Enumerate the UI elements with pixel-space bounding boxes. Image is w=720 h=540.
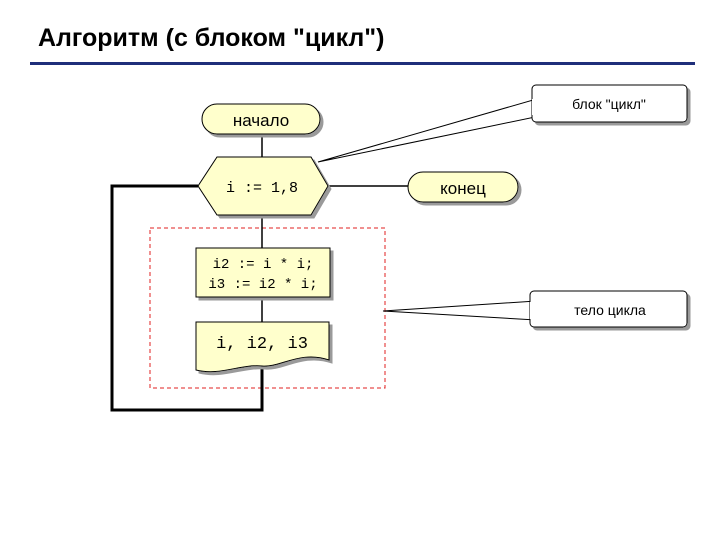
end-terminal	[407, 171, 519, 203]
process-line-1: i2 := i * i;	[213, 257, 314, 273]
output-document	[195, 321, 330, 373]
start-terminal	[201, 103, 321, 135]
loop-back-arrow	[110, 184, 264, 412]
loop-body-frame	[149, 227, 386, 389]
loop-hexagon	[197, 156, 329, 216]
callout-loop-block-text: блок "цикл"	[572, 96, 646, 112]
start-label: начало	[233, 111, 289, 130]
loop-label: i := 1,8	[226, 180, 298, 197]
callout-loop-body	[382, 290, 688, 328]
callout-loop-body-text: тело цикла	[574, 302, 646, 318]
title-divider	[30, 62, 695, 65]
callout-loop-block	[317, 84, 688, 163]
end-label: конец	[440, 179, 486, 198]
output-label: i, i2, i3	[216, 335, 308, 354]
process-block	[195, 247, 331, 298]
process-line-2: i3 := i2 * i;	[208, 277, 317, 293]
slide-title: Алгоритм (с блоком "цикл")	[38, 24, 385, 52]
